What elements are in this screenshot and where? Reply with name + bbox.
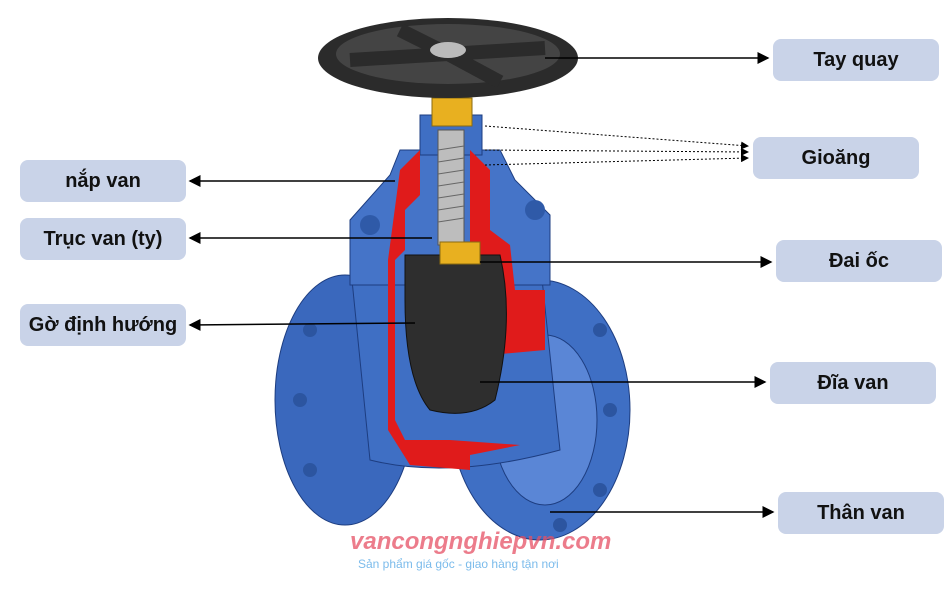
brass-nut xyxy=(431,97,473,127)
label-dai-oc: Đai ốc xyxy=(776,240,942,282)
stem xyxy=(437,129,465,246)
label-tay-quay: Tay quay xyxy=(773,39,939,81)
label-dia-van: Đĩa van xyxy=(770,362,936,404)
label-truc-van: Trục van (ty) xyxy=(20,218,186,260)
handwheel xyxy=(318,18,578,98)
label-nap-van: nắp van xyxy=(20,160,186,202)
valve-disc xyxy=(404,254,507,414)
label-gioang: Gioăng xyxy=(753,137,919,179)
watermark-slogan: Sản phẩm giá gốc - giao hàng tận nơi xyxy=(358,557,559,571)
cutaway-section xyxy=(388,150,520,470)
label-go-dinh-huong: Gờ định hướng xyxy=(20,304,186,346)
watermark-site: vancongnghiepvn.com xyxy=(350,528,612,555)
label-than-van: Thân van xyxy=(778,492,944,534)
leader-lines xyxy=(188,52,775,518)
stem-nut xyxy=(439,241,481,265)
